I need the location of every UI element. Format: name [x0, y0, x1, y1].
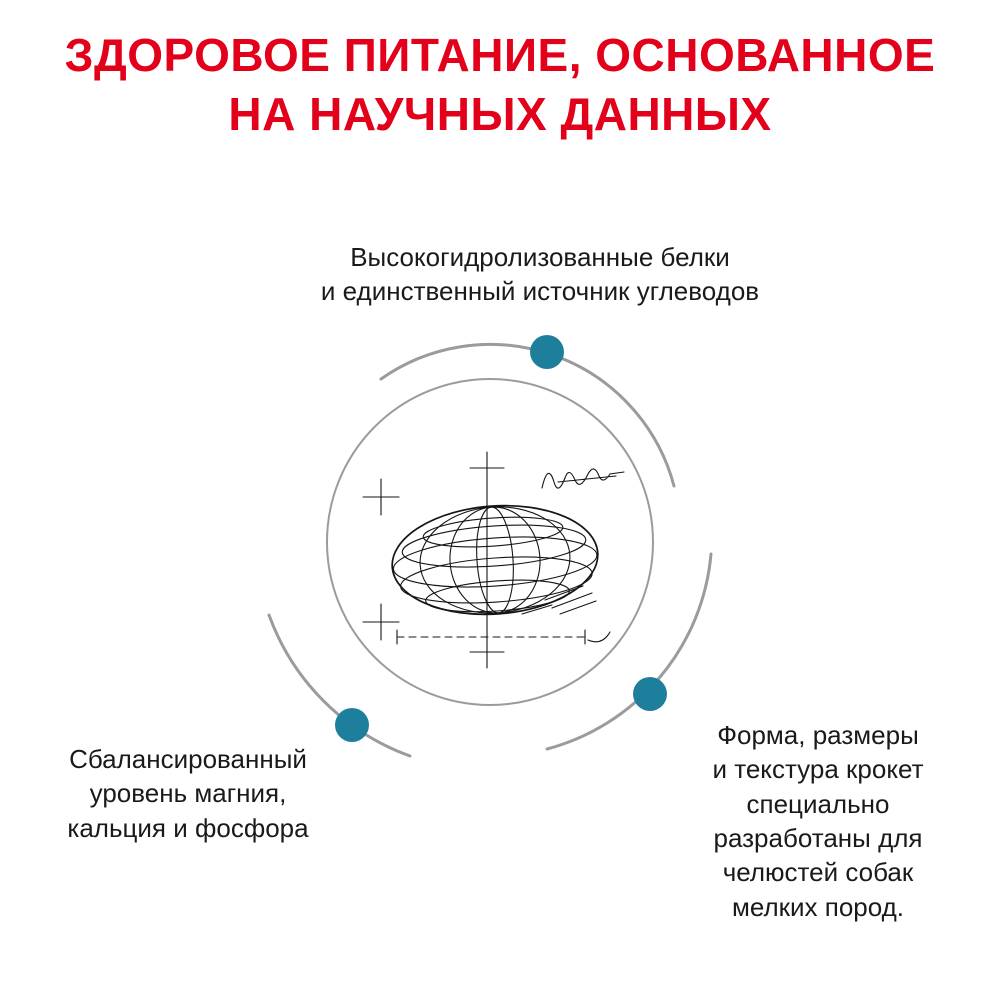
callout-protein-line-2: и единственный источник углеводов: [320, 276, 760, 307]
kibble-sketch: [362, 451, 625, 669]
kibble-outline: [391, 504, 599, 616]
kibble-meridian-1: [476, 506, 514, 614]
callout-minerals-line-2: уровень магния,: [89, 778, 287, 809]
callout-kibble-line-6: мелких пород.: [731, 891, 905, 922]
callout-kibble-line-4: разработаны для: [713, 822, 923, 853]
outer-arc-bottom-left: [267, 613, 412, 758]
kibble-latitude-3: [392, 536, 598, 588]
callout-kibble-line-5: челюстей собак: [722, 857, 914, 888]
page-title-line-2: НА НАУЧНЫХ ДАННЫХ: [228, 87, 772, 140]
dot-minerals: [335, 708, 369, 742]
callout-minerals-line-3: кальция и фосфора: [67, 812, 309, 843]
callout-protein: Высокогидролизованные белки и единственн…: [190, 240, 890, 309]
dimension-flourish: [587, 631, 611, 643]
dot-protein: [530, 335, 564, 369]
page-title-line-1: ЗДОРОВОЕ ПИТАНИЕ, ОСНОВАННОЕ: [64, 29, 936, 81]
dot-kibble: [633, 677, 667, 711]
kibble-latitude-2: [401, 524, 587, 568]
callout-protein-line-1: Высокогидролизованные белки: [350, 242, 730, 272]
hatch-stroke-4: [521, 604, 553, 615]
kibble-latitude-1: [422, 516, 564, 548]
callout-kibble-line-3: специально: [746, 788, 890, 819]
page-title: ЗДОРОВОЕ ПИТАНИЕ, ОСНОВАННОЕ НА НАУЧНЫХ …: [0, 26, 1000, 144]
kibble-latitude-4: [400, 556, 593, 604]
kibble-meridian-2: [449, 506, 541, 614]
callout-kibble: Форма, размеры и текстура крокет специал…: [688, 718, 948, 924]
kibble-meridian-3: [419, 506, 571, 614]
callout-kibble-line-2: и текстура крокет: [712, 754, 924, 785]
hatch-stroke-2: [551, 592, 593, 609]
outer-arc-bottom-right: [545, 552, 713, 751]
outer-arc-top: [379, 342, 676, 488]
callout-minerals: Сбалансированный уровень магния, кальция…: [28, 742, 348, 845]
signature-scribble: [541, 468, 625, 489]
hatch-stroke-3: [559, 600, 597, 615]
callout-kibble-line-1: Форма, размеры: [717, 720, 919, 750]
callout-minerals-line-1: Сбалансированный: [69, 744, 307, 774]
hatch-stroke-1: [544, 585, 584, 601]
inner-circle: [326, 378, 654, 706]
